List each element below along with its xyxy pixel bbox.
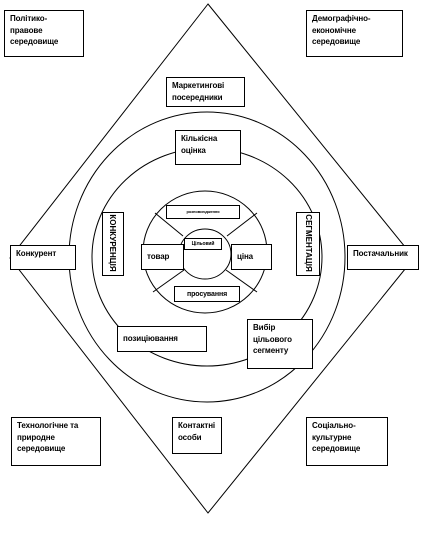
spoke-bottom-left xyxy=(152,269,185,293)
target-segment-box: Вибір цільового сегменту xyxy=(247,319,313,369)
supplier-box: Постачальник xyxy=(347,245,419,270)
competitor-box: Конкурент xyxy=(10,245,76,270)
product-box: товар xyxy=(141,244,184,270)
price-box: ціна xyxy=(231,244,272,270)
competition-vertical-box xyxy=(102,212,124,276)
center-target-box: Цільовий xyxy=(184,238,222,250)
demographic-environment-box: Демографічно-економічне середовище xyxy=(306,10,403,57)
promotion-box: просування xyxy=(174,286,240,302)
contact-persons-box: Контактні особи xyxy=(172,417,222,454)
spoke-top-left xyxy=(154,212,184,237)
distribution-box: розповсюдження xyxy=(166,205,240,219)
political-environment-box: Політико-правове середовище xyxy=(4,10,84,57)
technological-environment-box: Технологічне та природне середовище xyxy=(11,417,101,466)
marketing-intermediaries-box: Маркетингові посередники xyxy=(166,77,245,107)
center-circle xyxy=(178,228,232,280)
segmentation-vertical-box xyxy=(296,212,320,276)
positioning-box: позиціювання xyxy=(117,326,207,352)
spoke-top-right xyxy=(226,212,258,237)
competition-vertical-label: КОНКУРЕНЦІЯ xyxy=(108,214,117,272)
quantitative-assessment-box: Кількісна оцінка xyxy=(175,130,241,165)
social-environment-box: Соціально-культурне середовище xyxy=(306,417,388,466)
spoke-bottom-right xyxy=(225,269,258,293)
segmentation-vertical-label: СЕГМЕНТАЦІЯ xyxy=(304,214,313,272)
outer-diamond xyxy=(9,3,415,514)
